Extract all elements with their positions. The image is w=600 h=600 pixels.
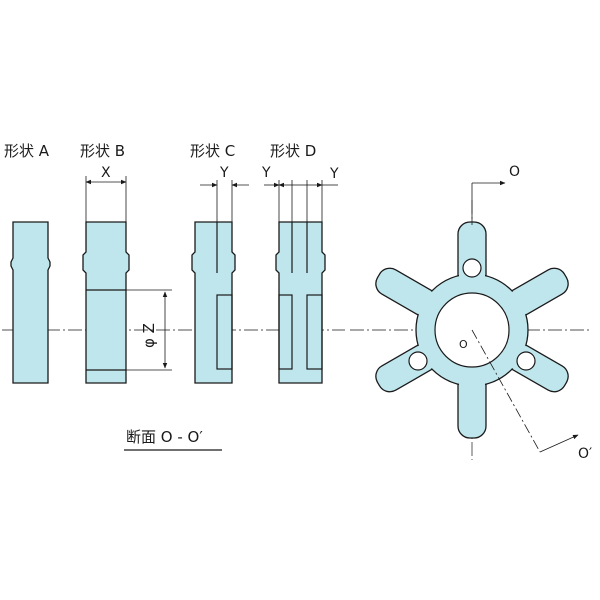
section-o-bottom-label: O′: [578, 446, 592, 462]
dim-y-c-label: Y: [219, 165, 229, 181]
section-o-top-label: O: [509, 164, 520, 180]
dim-phi-z-label: φ Z: [140, 323, 158, 348]
shape-d-label: 形状 D: [270, 142, 316, 160]
star-front-view: [350, 180, 590, 460]
shape-b-side-view: [82, 176, 172, 384]
dim-y-d-right-label: Y: [329, 166, 339, 182]
shape-a-label: 形状 A: [4, 142, 50, 160]
dim-y-d-left-label: Y: [261, 165, 271, 181]
dim-x-label: X: [101, 165, 111, 181]
shape-a-side-view: [10, 221, 51, 384]
shape-b-label: 形状 B: [80, 142, 125, 160]
shape-c-label: 形状 C: [190, 142, 235, 160]
shape-d-side-view: [264, 180, 338, 384]
center-o-label: O: [459, 338, 468, 351]
shape-c-side-view: [191, 180, 249, 384]
section-title: 断面 O - O′: [126, 428, 203, 446]
